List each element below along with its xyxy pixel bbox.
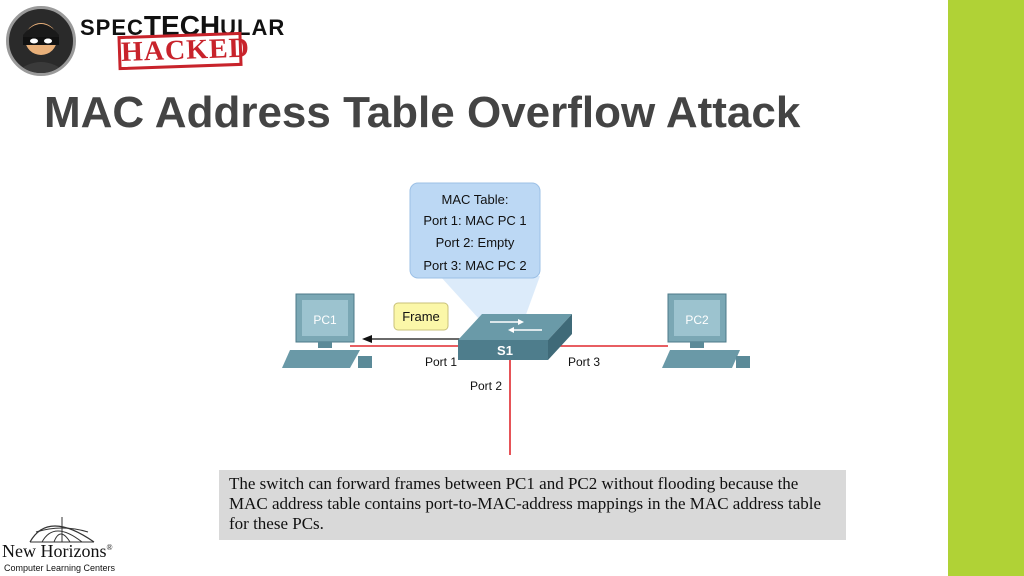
new-horizons-globe-icon <box>29 517 95 543</box>
port3-label: Port 3 <box>568 355 600 369</box>
company-name: New Horizons® <box>2 541 113 562</box>
brand-word-ular: ULAR <box>220 15 286 40</box>
brand-wordmark: SPECTECHULAR <box>80 10 285 42</box>
brand-word-tech: TECH <box>143 10 221 41</box>
pc2-computer-icon <box>662 293 750 368</box>
mac-table-bubble <box>409 182 541 279</box>
frame-arrow-head-icon <box>362 335 372 343</box>
port1-label: Port 1 <box>425 355 457 369</box>
mac-table-row: Port 2: Empty <box>436 235 515 250</box>
pc1-label: PC1 <box>313 313 337 327</box>
pc2-label: PC2 <box>685 313 709 327</box>
accent-sidebar <box>948 0 1024 576</box>
registered-mark: ® <box>106 543 113 552</box>
slide-title: MAC Address Table Overflow Attack <box>44 88 801 137</box>
switch-label: S1 <box>497 343 513 358</box>
pc1-computer-icon <box>282 293 372 368</box>
mac-table-header: MAC Table: <box>442 192 509 207</box>
table-callout-beam <box>440 276 540 320</box>
frame-label: Frame <box>402 309 440 324</box>
company-name-text: New Horizons <box>2 541 107 561</box>
hacker-mascot-icon <box>6 6 76 76</box>
switch-icon <box>458 314 572 360</box>
mac-table-row: Port 1: MAC PC 1 <box>423 213 526 228</box>
company-tagline: Computer Learning Centers <box>4 563 116 573</box>
port2-label: Port 2 <box>470 379 502 393</box>
brand-word-spec: SPEC <box>80 15 144 40</box>
frame-label-box <box>393 302 449 331</box>
mac-table-row: Port 3: MAC PC 2 <box>423 258 526 273</box>
slide-caption: The switch can forward frames between PC… <box>219 470 846 540</box>
